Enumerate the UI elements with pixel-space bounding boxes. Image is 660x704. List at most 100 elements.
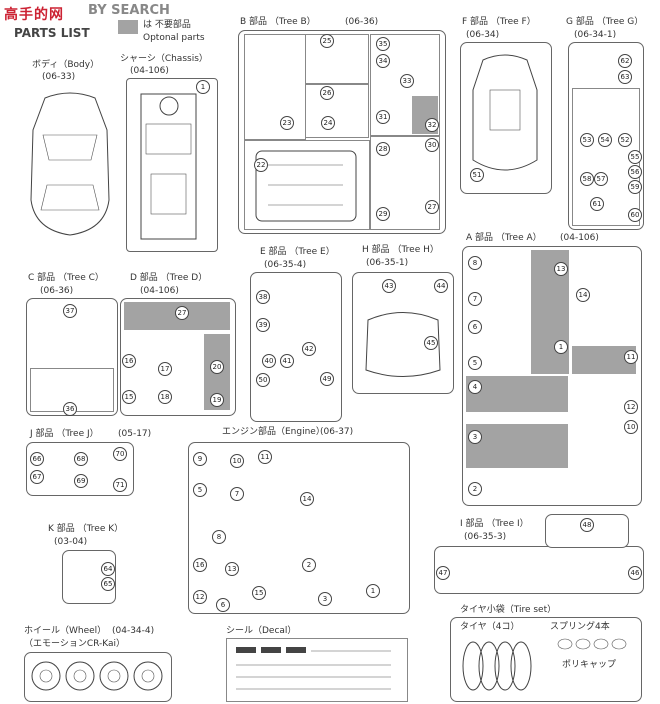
tree-h-drawing [365, 312, 441, 377]
part-number: 45 [424, 336, 438, 350]
part-number: 26 [320, 86, 334, 100]
part-number: 23 [280, 116, 294, 130]
tire-title: タイヤ小袋（Tire set） [460, 605, 557, 615]
part-number: 51 [470, 168, 484, 182]
part-number: 6 [216, 598, 230, 612]
part-number: 29 [376, 207, 390, 221]
part-number: 64 [101, 562, 115, 576]
part-number: 35 [376, 37, 390, 51]
part-number: 44 [434, 279, 448, 293]
legend-jp: は 不要部品 [143, 20, 191, 30]
decal-drawing [236, 647, 391, 690]
part-number: 59 [628, 180, 642, 194]
optional-part-area [466, 424, 568, 468]
tree-a-title: A 部品 （Tree A） [466, 233, 542, 243]
part-number: 12 [624, 400, 638, 414]
part-number: 24 [321, 116, 335, 130]
part-number: 31 [376, 110, 390, 124]
wheel-frame [24, 652, 172, 702]
part-number: 15 [252, 586, 266, 600]
part-number: 70 [113, 447, 127, 461]
part-number: 7 [468, 292, 482, 306]
part-number: 39 [256, 318, 270, 332]
legend-swatch [118, 20, 138, 34]
part-number: 17 [158, 362, 172, 376]
tree-b-sub [244, 34, 306, 140]
tire-count: タイヤ（4コ） [460, 622, 520, 632]
tree-d-title: D 部品 （Tree D） [130, 273, 208, 283]
part-number: 48 [580, 518, 594, 532]
part-number: 53 [580, 133, 594, 147]
chassis-drawing [140, 93, 197, 240]
part-number: 11 [624, 350, 638, 364]
part-number: 50 [256, 373, 270, 387]
part-number: 9 [193, 452, 207, 466]
part-number: 28 [376, 142, 390, 156]
tree-g-title: G 部品 （Tree G） [566, 17, 644, 27]
part-number: 10 [230, 454, 244, 468]
part-number: 10 [624, 420, 638, 434]
part-number: 62 [618, 54, 632, 68]
tree-b-drawing [255, 150, 357, 222]
part-number: 56 [628, 165, 642, 179]
part-number: 34 [376, 54, 390, 68]
tree-g-code: (06-34-1) [574, 30, 617, 40]
part-number: 66 [30, 452, 44, 466]
body-drawing [30, 92, 110, 236]
tree-b-frame [238, 30, 446, 234]
tree-h-code: (06-35-1) [366, 258, 409, 268]
chassis-code: (04-106) [130, 66, 169, 76]
engine-code: (06-37) [320, 427, 354, 437]
site-name: BY SEARCH [88, 3, 170, 18]
tree-f-drawing [472, 54, 538, 171]
part-number: 13 [225, 562, 239, 576]
tree-c-title: C 部品 （Tree C） [28, 273, 104, 283]
part-number: 8 [212, 530, 226, 544]
tree-b-sub [305, 84, 369, 138]
tire-frame [450, 617, 642, 702]
part-number: 67 [30, 470, 44, 484]
part-number: 68 [74, 452, 88, 466]
tree-b-sub [370, 136, 440, 230]
part-number: 2 [302, 558, 316, 572]
part-number: 19 [210, 393, 224, 407]
tree-i-title: I 部品 （Tree I） [460, 519, 529, 529]
part-number: 18 [158, 390, 172, 404]
part-number: 36 [63, 402, 77, 416]
part-number: 58 [580, 172, 594, 186]
part-number: 14 [576, 288, 590, 302]
part-number: 37 [63, 304, 77, 318]
part-number: 61 [590, 197, 604, 211]
part-number: 11 [258, 450, 272, 464]
part-number: 16 [193, 558, 207, 572]
part-number: 1 [196, 80, 210, 94]
part-number: 60 [628, 208, 642, 222]
watermark: 高手的网 [4, 7, 64, 23]
body-code: (06-33) [42, 72, 76, 82]
decal-sheet [226, 638, 408, 702]
part-number: 8 [468, 256, 482, 270]
tree-i-frame [434, 546, 644, 594]
legend-en: Optonal parts [143, 33, 205, 43]
tree-f-code: (06-34) [466, 30, 500, 40]
tree-b-sub [370, 34, 440, 136]
part-number: 40 [262, 354, 276, 368]
part-number: 27 [175, 306, 189, 320]
part-number: 20 [210, 360, 224, 374]
chassis-title: シャーシ（Chassis） [120, 54, 208, 64]
part-number: 14 [300, 492, 314, 506]
part-number: 3 [318, 592, 332, 606]
part-number: 46 [628, 566, 642, 580]
part-number: 47 [436, 566, 450, 580]
part-number: 43 [382, 279, 396, 293]
part-number: 71 [113, 478, 127, 492]
part-number: 69 [74, 474, 88, 488]
tree-h-frame [352, 272, 454, 394]
part-number: 16 [122, 354, 136, 368]
part-number: 42 [302, 342, 316, 356]
tire-drawing [462, 638, 627, 691]
tree-b-title: B 部品 （Tree B） [240, 17, 316, 27]
part-number: 13 [554, 262, 568, 276]
part-number: 5 [468, 356, 482, 370]
wheel-drawing [31, 661, 163, 691]
